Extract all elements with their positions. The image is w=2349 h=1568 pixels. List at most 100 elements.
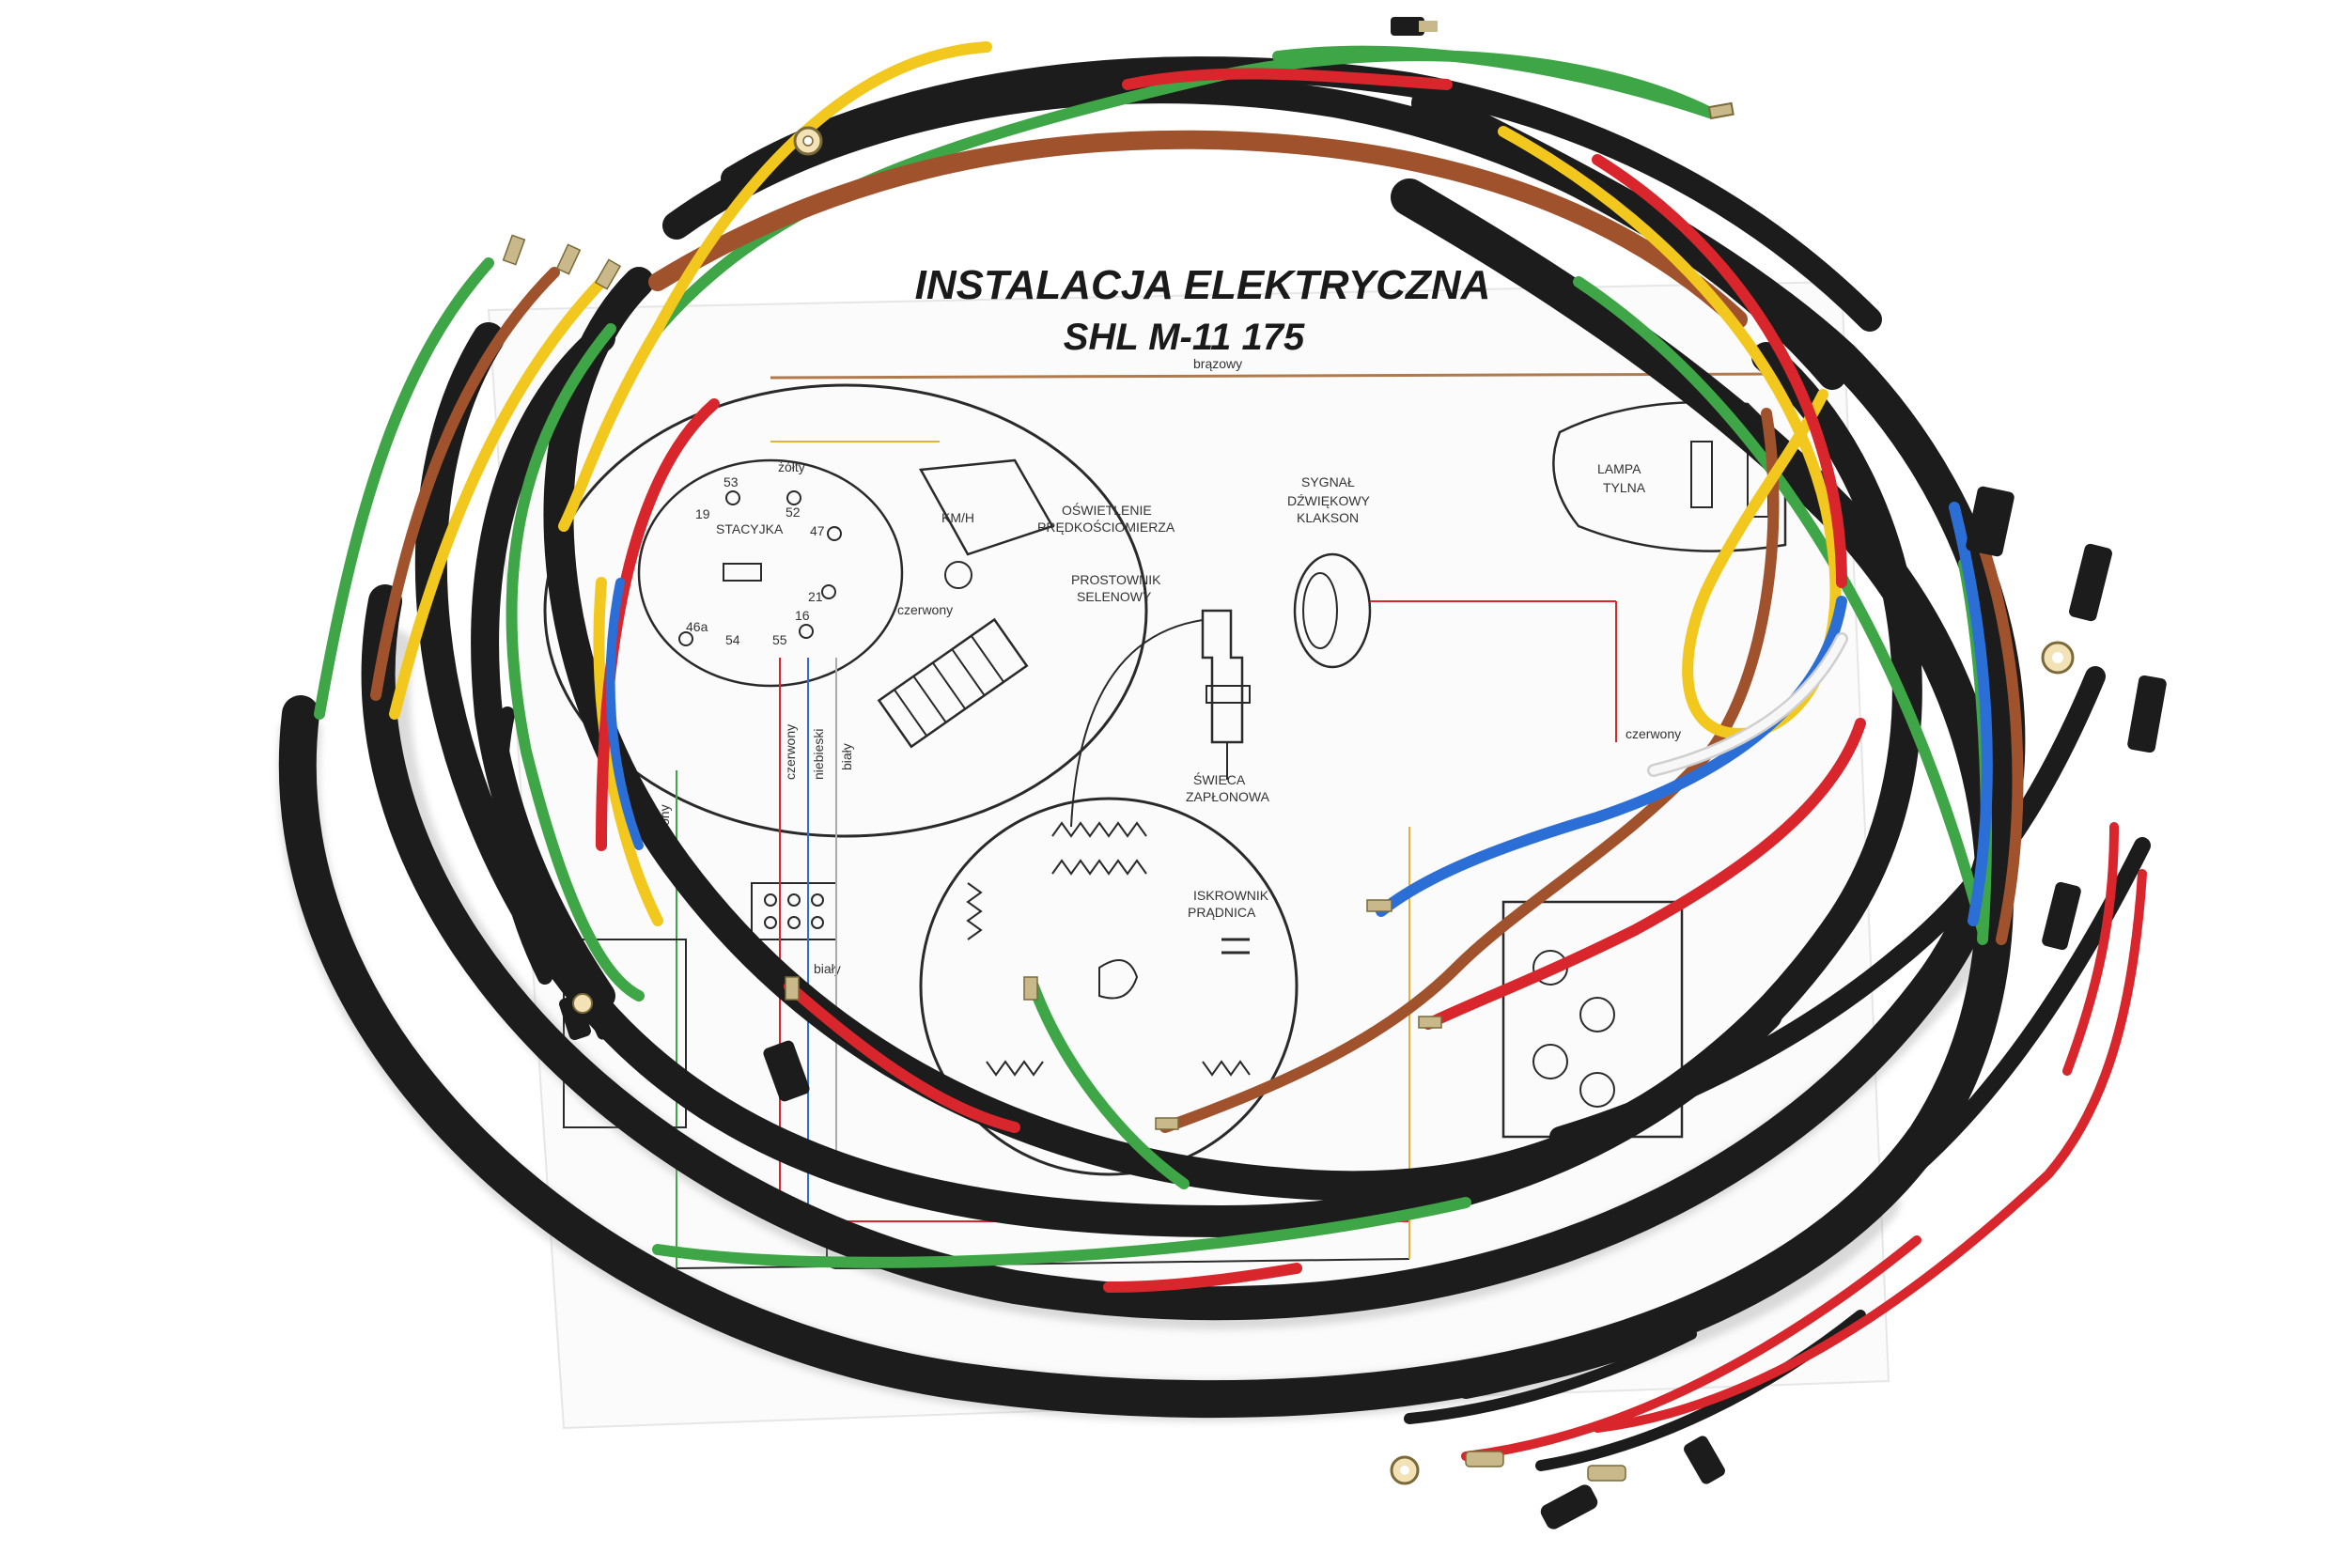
spark-plug-symbol bbox=[1201, 609, 1251, 780]
junction-terminal bbox=[1579, 1072, 1615, 1108]
terminal-dot bbox=[725, 490, 740, 505]
coil bbox=[1051, 859, 1147, 876]
brown-wire-far-right bbox=[1977, 539, 2024, 945]
bulb bbox=[1690, 441, 1713, 508]
label-stacyjka: STACYJKA bbox=[716, 521, 784, 536]
terminal-dot bbox=[799, 624, 814, 639]
terminal-top-green bbox=[1707, 101, 1735, 120]
red-wire-lower-right-2 bbox=[1461, 1235, 1921, 1461]
terminal-top-ring bbox=[793, 126, 823, 156]
terminal-dot bbox=[821, 584, 836, 599]
blue-wire-inner-left bbox=[605, 578, 644, 850]
wiring-harness bbox=[278, 41, 2151, 1471]
label-dzwiekowy: DŹWIĘKOWY bbox=[1287, 493, 1371, 508]
red-wire-top bbox=[1122, 68, 1453, 90]
sheath-left-branch bbox=[471, 324, 615, 1010]
terminal-bottom-spades bbox=[1465, 1436, 1725, 1529]
white-wire-right-core bbox=[1649, 634, 1846, 775]
connector-pin bbox=[764, 893, 777, 907]
green-wire-left bbox=[314, 257, 494, 720]
wire-label-brazowy: brązowy bbox=[1193, 356, 1242, 371]
wire-label-bialy-1: biały bbox=[839, 743, 854, 770]
rectifier-symbol bbox=[877, 617, 1029, 749]
terminal-top-spade bbox=[1391, 17, 1438, 36]
yellow-wire-big-arc bbox=[558, 41, 992, 532]
terminal-right-black-2 bbox=[2127, 675, 2167, 753]
terminal-52: 52 bbox=[786, 505, 801, 520]
inner-sheath-loop bbox=[543, 267, 1922, 1202]
tail-lamp-symbol bbox=[1552, 400, 1787, 552]
terminal-19: 19 bbox=[695, 506, 710, 521]
horn-symbol bbox=[1293, 552, 1372, 669]
wire-label-zolty: żółty bbox=[778, 459, 805, 474]
green-wire-loop bbox=[506, 323, 645, 1001]
label-iskrownik: ISKROWNIK bbox=[1193, 888, 1269, 903]
connector-pin bbox=[787, 916, 801, 929]
coil bbox=[1051, 821, 1147, 838]
terminal-16: 16 bbox=[795, 608, 810, 623]
terminal-21: 21 bbox=[808, 589, 823, 604]
terminal-55: 55 bbox=[772, 632, 787, 647]
blue-wire-far-right bbox=[1949, 502, 1993, 926]
terminal-dot bbox=[827, 526, 842, 541]
red-wire-bottom-center bbox=[1103, 1263, 1302, 1293]
wire-label-czerwony-3: czerwony bbox=[783, 724, 798, 780]
junction-terminal bbox=[1579, 997, 1615, 1032]
horn-inner bbox=[1302, 572, 1338, 649]
speedometer-symbol bbox=[918, 458, 1054, 556]
green-wire-bottom bbox=[652, 1197, 1471, 1268]
red-wire-inner-left bbox=[596, 398, 720, 851]
label-predkosciomierza: PRĘDKOŚCIOMIERZA bbox=[1037, 519, 1175, 535]
sheath-short-left bbox=[492, 706, 552, 985]
ignition-switch-symbol bbox=[637, 458, 904, 688]
terminal-53: 53 bbox=[723, 474, 739, 489]
red-wire-far-right bbox=[2062, 822, 2119, 1076]
connector-pin bbox=[764, 916, 777, 929]
label-tylna: TYLNA bbox=[1603, 480, 1646, 495]
junction-terminal bbox=[1532, 1044, 1568, 1079]
terminal-dot bbox=[678, 631, 693, 646]
breaker-cam bbox=[1098, 959, 1139, 1000]
label-selenowy: SELENOWY bbox=[1077, 589, 1152, 604]
terminal-left-3 bbox=[594, 258, 622, 290]
magneto-symbol bbox=[919, 797, 1299, 1176]
red-wire-center bbox=[784, 981, 1020, 1133]
yellow-wire-left bbox=[389, 267, 616, 720]
wire-label-czerwony-1: czerwony bbox=[897, 602, 953, 617]
terminal-47: 47 bbox=[810, 523, 825, 538]
coil bbox=[986, 1060, 1044, 1077]
red-wire-mid-right bbox=[1423, 718, 1866, 1030]
connector-pin bbox=[811, 893, 824, 907]
label-zaplonowa: ZAPŁONOWA bbox=[1186, 789, 1270, 804]
terminal-bottom-ring bbox=[1390, 1455, 1420, 1485]
switch-contact bbox=[723, 563, 762, 582]
terminal-54: 54 bbox=[725, 632, 740, 647]
sheath-lower-tail bbox=[1549, 666, 2106, 1147]
brown-wire-left bbox=[370, 267, 560, 701]
terminal-right-blue bbox=[1966, 486, 2015, 557]
green-wire-bottom-loose bbox=[1028, 981, 1190, 1189]
terminal-mid-bottom bbox=[763, 1040, 810, 1102]
sheath-top-arc bbox=[662, 75, 1846, 390]
schematic-sheet: INSTALACJA ELEKTRYCZNA SHL M-11 175 brąz… bbox=[487, 262, 1890, 1430]
terminal-dot bbox=[786, 490, 801, 505]
label-klakson: KLAKSON bbox=[1297, 510, 1359, 525]
terminal-loose-wires bbox=[785, 899, 1442, 1130]
wire-label-niebieski: niebieski bbox=[811, 729, 826, 780]
schematic-title-line2: SHL M-11 175 bbox=[1064, 317, 1305, 358]
connector-pin bbox=[787, 893, 801, 907]
dashboard-outline bbox=[543, 383, 1148, 838]
terminal-46a: 46a bbox=[686, 619, 708, 634]
schematic-line bbox=[1070, 619, 1204, 828]
terminal-left-cluster bbox=[522, 882, 617, 1041]
label-prostownik: PROSTOWNIK bbox=[1071, 572, 1161, 587]
terminal-right-black-1 bbox=[2069, 543, 2112, 622]
label-km-h: KM/H bbox=[941, 510, 974, 525]
sheath-lower-tail-2 bbox=[1457, 837, 2151, 1399]
terminal-left-2 bbox=[555, 243, 582, 275]
terminal-right-ring bbox=[2041, 641, 2075, 675]
coil bbox=[1202, 1060, 1251, 1077]
label-swieca: ŚWIECA bbox=[1193, 771, 1246, 787]
sheath-small-1 bbox=[1404, 1328, 1697, 1424]
